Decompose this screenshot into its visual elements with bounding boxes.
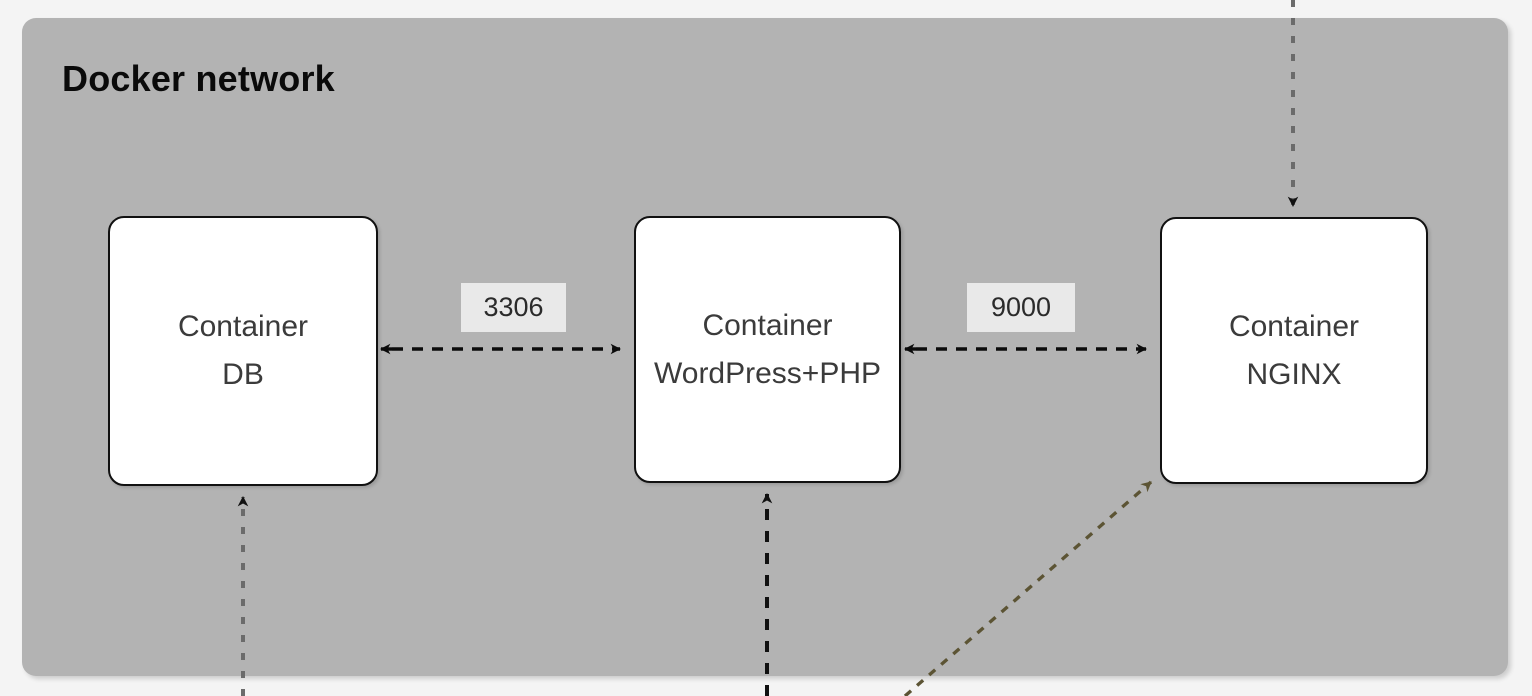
container-nginx-line2: NGINX <box>1246 357 1342 391</box>
container-db-line1: Container <box>177 310 309 343</box>
container-nginx-line1: Container <box>1228 309 1360 343</box>
port-label-3306: 3306 <box>461 283 566 332</box>
container-wordpress-line2: WordPress+PHP <box>653 356 882 390</box>
container-node-wordpress[interactable]: Container WordPress+PHP <box>634 216 901 483</box>
container-node-db[interactable]: Container DB <box>108 216 378 486</box>
docker-network-title: Docker network <box>62 58 335 99</box>
container-node-nginx[interactable]: Container NGINX <box>1160 217 1428 484</box>
container-db-line2: DB <box>222 358 264 391</box>
port-label-9000: 9000 <box>967 283 1075 332</box>
container-wordpress-line1: Container <box>702 308 833 342</box>
